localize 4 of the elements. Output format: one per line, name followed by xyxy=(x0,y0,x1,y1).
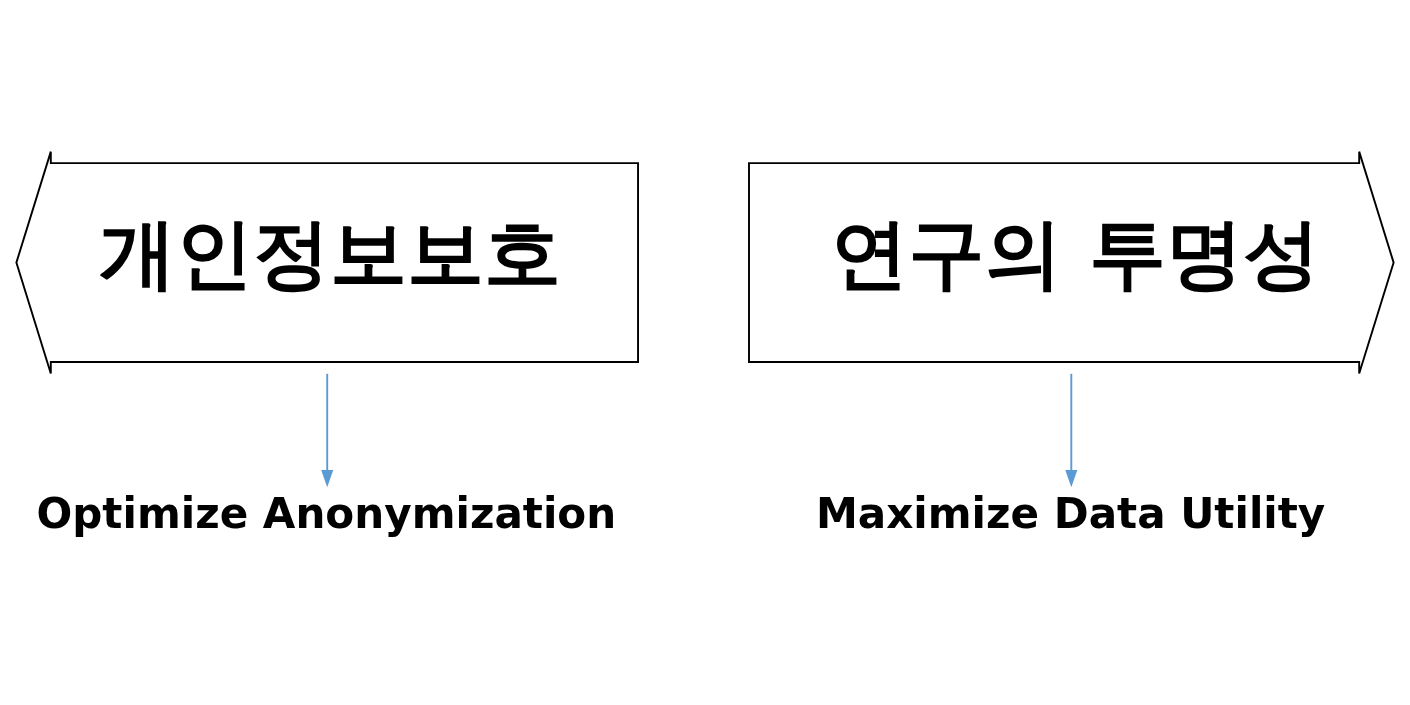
arrow xyxy=(1065,372,1078,488)
node-text: Maximize Data Utility xyxy=(815,488,1326,538)
arrow xyxy=(321,372,334,488)
node-text: Optimize Anonymization xyxy=(36,488,617,538)
